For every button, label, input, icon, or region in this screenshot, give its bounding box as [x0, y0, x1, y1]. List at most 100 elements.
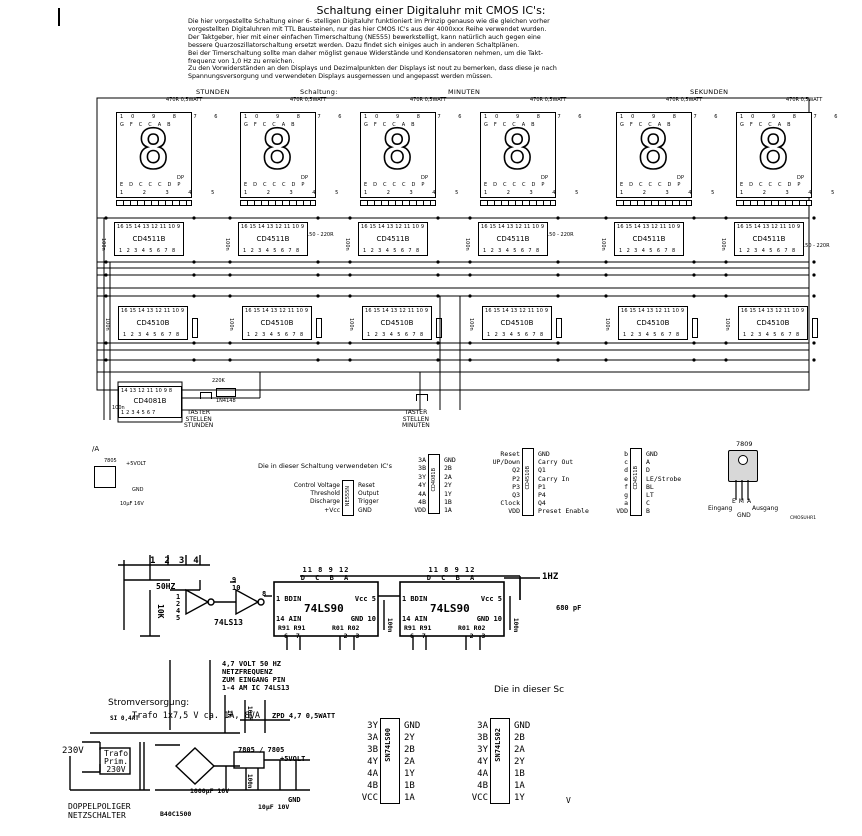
counter-cap: 100n: [604, 318, 610, 331]
display-pin: G: [740, 122, 750, 128]
diode-label: 1N4148: [216, 398, 236, 404]
junction-dot: [468, 216, 472, 220]
junction-dot: [556, 294, 560, 298]
junction-dot: [436, 341, 440, 345]
resistor-label: 470R 0,5WATT: [666, 97, 703, 103]
display-pin: E: [244, 182, 254, 188]
display-dp: DP: [177, 175, 185, 181]
cd4081-name: CD4081B: [431, 468, 437, 492]
pin-label: 2Y: [404, 733, 415, 743]
junction-dot: [604, 216, 608, 220]
junction-dot: [468, 273, 472, 277]
display-bottom-nums: 1 2 3 4 5: [120, 190, 224, 196]
display-bottom-nums: 1 2 3 4 5: [244, 190, 348, 196]
pin-label: GND: [444, 456, 456, 464]
counter1: 11 8 9 12 D C B A 1 BDIN Vcc 5 74LS90 14…: [274, 566, 378, 640]
junction-dot: [436, 216, 440, 220]
pin-label: 1Y: [514, 793, 525, 803]
decoder-top-pins: 16 15 14 13 12 11 10 9: [241, 224, 305, 230]
junction-dot: [104, 358, 108, 362]
counter-resistor: [692, 318, 698, 338]
pin-label: 3Y: [367, 721, 378, 731]
ics-used-caption: Die in dieser Schaltung verwendeten IC's: [258, 462, 392, 470]
display-top-nums: 10 9 8 7 6: [740, 114, 846, 120]
pin-label: f: [624, 482, 628, 491]
display-bottom-pins: EDCCCDP: [740, 182, 806, 188]
junction-dot: [348, 341, 352, 345]
counter-ic-label: CD4510B: [380, 319, 414, 327]
pin-label: c: [624, 458, 628, 467]
pin-label: 1B: [514, 769, 525, 779]
junction-dot: [104, 294, 108, 298]
display-pin: C: [402, 182, 412, 188]
lower-gate-pin-9: 9: [232, 576, 237, 584]
junction-dot: [812, 273, 816, 277]
display-pin: G: [620, 122, 630, 128]
junction-dot: [192, 341, 196, 345]
pin-label: 2B: [404, 745, 415, 755]
pin-label: P4: [538, 491, 546, 500]
display-pin: B: [291, 122, 301, 128]
counter-cap: 100n: [104, 318, 110, 331]
pin-label: Carry Out: [538, 458, 574, 467]
junction-dot: [812, 294, 816, 298]
pin-label: 4Y: [418, 481, 426, 490]
pin-label: VCC: [361, 793, 378, 803]
junction-dot: [436, 260, 440, 264]
pin-label: GND: [404, 721, 421, 731]
intro-line: Bei der Timerschaltung sollte man daher …: [188, 49, 543, 57]
display-pin: G: [244, 122, 254, 128]
display-pin: CC: [758, 122, 778, 128]
counter-bottom-pins: 1 2 3 4 5 6 7 8: [367, 332, 425, 338]
cd4510-name: CD4510B: [525, 466, 531, 490]
display-bottom-pins: EDCCCDP: [484, 182, 550, 188]
pin-label: 3A: [367, 733, 378, 743]
resistor-array: [480, 200, 556, 206]
junction-dot: [316, 294, 320, 298]
decoder-bottom-pins: 1 2 3 4 5 6 7 8: [483, 248, 541, 254]
cd4511-name: CD4511B: [633, 466, 639, 490]
pin-label: 2Y: [444, 481, 452, 490]
counter-resistor: [556, 318, 562, 338]
pin-label: Clock: [500, 499, 520, 508]
intro-line: Spannungsversorgung und verwendeten Disp…: [188, 73, 493, 81]
display-pin: D: [253, 182, 264, 188]
junction-dot: [724, 341, 728, 345]
regulator-eingang: Eingang: [708, 505, 733, 512]
resistor-array: [616, 200, 692, 206]
counter1-r91: R91 R91: [278, 624, 306, 632]
decoder-top-pins: 16 15 14 13 12 11 10 9: [617, 224, 681, 230]
counter-top-pins: 16 15 14 13 12 11 10 9: [121, 308, 185, 314]
fragment-a: /A: [92, 445, 100, 453]
pin-label: B: [646, 507, 650, 516]
display-pin: E: [740, 182, 750, 188]
decoder-cap: 100n: [344, 238, 350, 251]
counter-cap: 100n: [348, 318, 354, 331]
page-title: Schaltung einer Digitaluhr mit CMOS IC's…: [316, 4, 546, 17]
counter1-top-pins: 11 8 9 12: [302, 566, 350, 574]
display-pin: CC: [262, 122, 282, 128]
psu-r1k: 1K: [226, 710, 233, 718]
psu-small-reg: 7805: [104, 458, 117, 464]
psu-c100n: 100n: [246, 774, 253, 789]
decoder-bottom-pins: 1 2 3 4 5 6 7 8: [243, 248, 301, 254]
ne555-name: NE555N: [345, 486, 351, 507]
pin-label: GND: [538, 450, 550, 458]
display-digit: 8: [636, 118, 670, 181]
fragment-v: V: [566, 796, 571, 805]
pin-label: 1B: [444, 498, 452, 507]
lower-gate-ic: 74LS13: [214, 618, 243, 627]
counter-ic-label: CD4510B: [500, 319, 534, 327]
junction-dot: [812, 358, 816, 362]
junction-dot: [192, 358, 196, 362]
counter2: 11 8 9 12 D C B A 1 BDIN Vcc 5 74LS90 14…: [400, 566, 504, 640]
counter-resistor: [812, 318, 818, 338]
junction-dot: [228, 260, 232, 264]
pin-label: 4B: [418, 498, 426, 507]
junction-dot: [812, 341, 816, 345]
display-bottom-pins: EDCCCDP: [364, 182, 430, 188]
psu-title: Stromversorgung:: [108, 698, 190, 708]
